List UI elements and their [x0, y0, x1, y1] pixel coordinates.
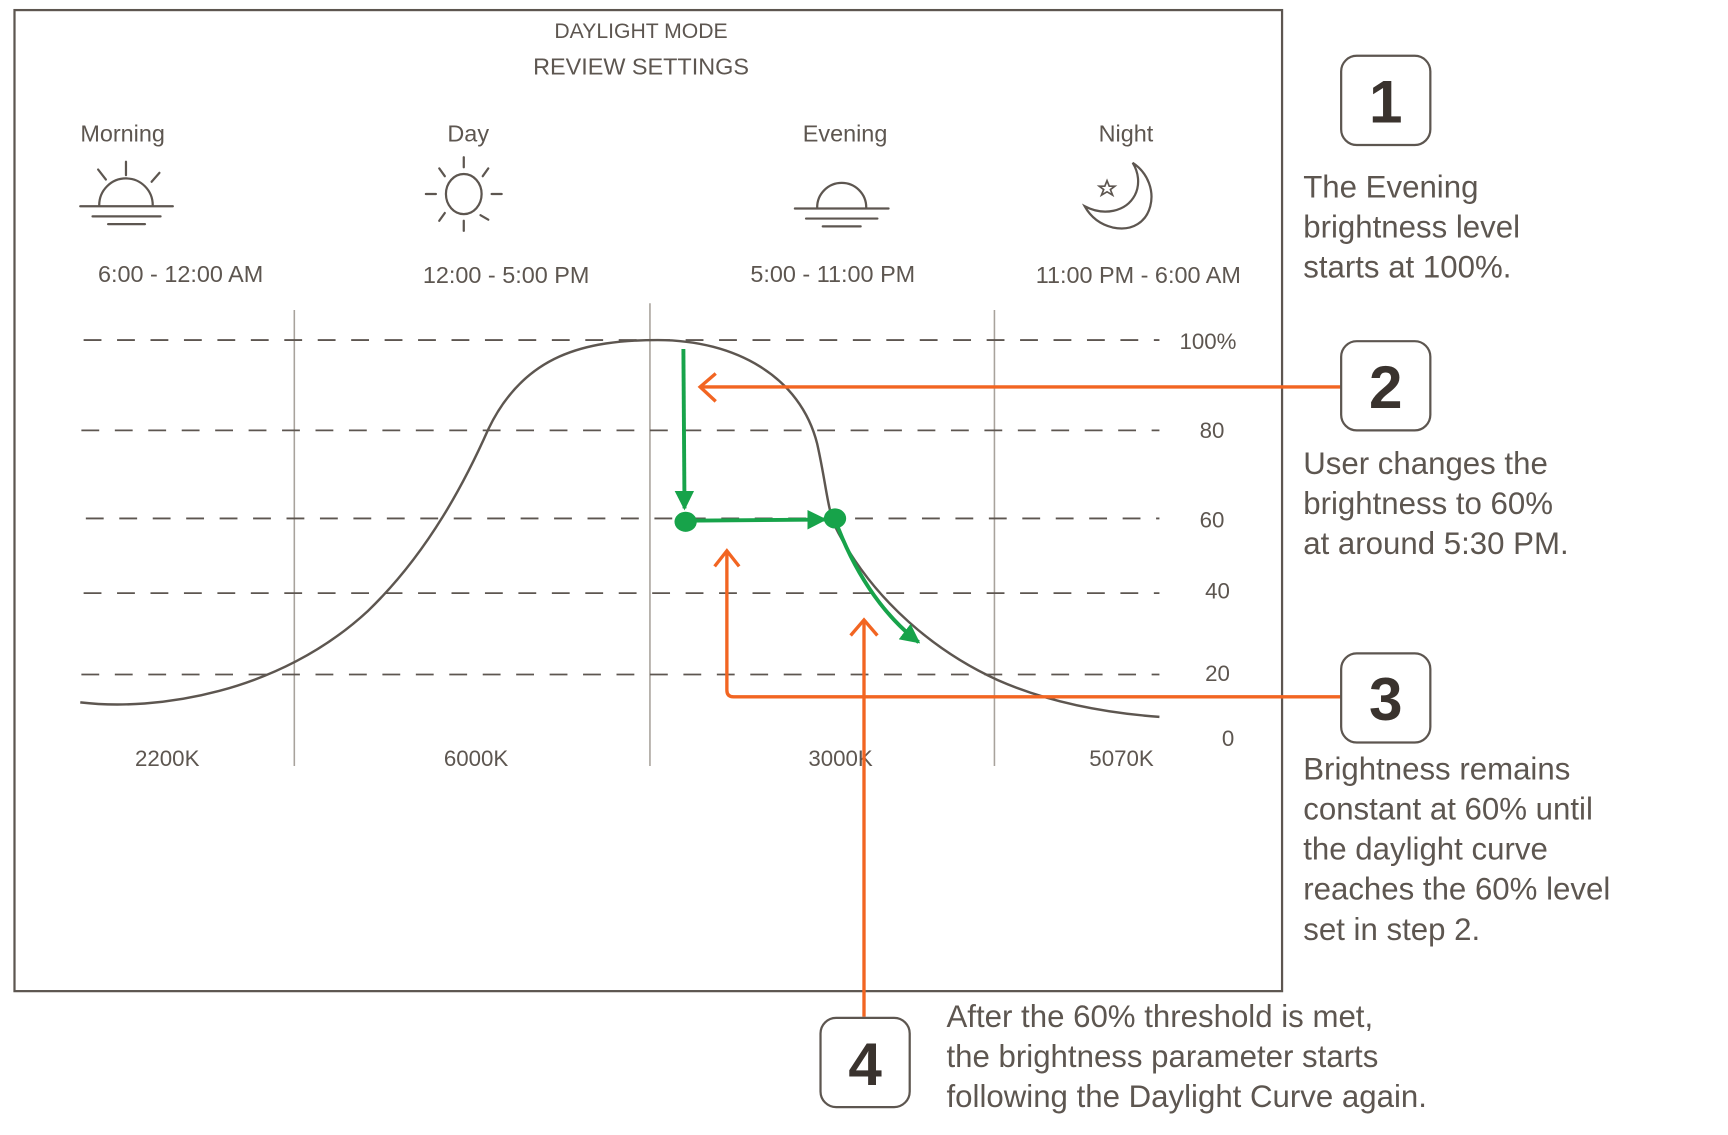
- svg-text:3: 3: [1369, 666, 1402, 733]
- user-change-point: [674, 511, 697, 532]
- sunset-icon: [793, 181, 890, 228]
- svg-text:brightness to 60%: brightness to 60%: [1303, 486, 1553, 521]
- svg-text:starts at 100%.: starts at 100%.: [1303, 250, 1511, 285]
- step-4-badge: 4: [819, 1016, 911, 1109]
- y-label-80: 80: [1200, 418, 1225, 443]
- chart-grid: [81, 303, 1160, 766]
- period-evening-label: Evening: [803, 121, 888, 147]
- svg-text:at around 5:30 PM.: at around 5:30 PM.: [1303, 526, 1568, 561]
- step-2-badge: 2: [1340, 340, 1432, 432]
- sunrise-icon: [79, 160, 174, 226]
- y-label-40: 40: [1205, 579, 1230, 604]
- settings-panel-frame: [13, 8, 1284, 993]
- color-temp-evening: 3000K: [808, 746, 873, 771]
- follow-curve-arrow: [833, 518, 921, 644]
- step-2-pointer: [697, 372, 1342, 403]
- svg-text:following the Daylight Curve a: following the Daylight Curve again.: [946, 1079, 1426, 1114]
- svg-text:2: 2: [1369, 354, 1402, 421]
- svg-text:constant at 60% until: constant at 60% until: [1303, 791, 1593, 826]
- mode-label: DAYLIGHT MODE: [554, 20, 727, 43]
- curve-meet-point: [823, 508, 847, 529]
- color-temp-night: 5070K: [1089, 746, 1154, 771]
- step-2-description: User changes the brightness to 60% at ar…: [1303, 446, 1568, 561]
- svg-text:reaches the 60% level: reaches the 60% level: [1303, 872, 1610, 907]
- period-day-label: Day: [447, 121, 489, 147]
- step-3-pointer: [713, 548, 1342, 699]
- color-temp-day: 6000K: [444, 746, 509, 771]
- y-label-0: 0: [1222, 726, 1234, 751]
- period-night-label: Night: [1099, 121, 1154, 147]
- svg-text:set in step 2.: set in step 2.: [1303, 912, 1480, 947]
- constant-brightness-arrow: [685, 509, 827, 530]
- step-1-description: The Evening brightness level starts at 1…: [1303, 169, 1520, 284]
- period-night-time: 11:00 PM - 6:00 AM: [1036, 262, 1241, 288]
- svg-text:4: 4: [848, 1031, 882, 1098]
- y-label-100: 100%: [1179, 329, 1236, 354]
- step-4-description: After the 60% threshold is met, the brig…: [946, 999, 1426, 1114]
- moon-icon: [1081, 161, 1153, 230]
- daylight-curve: [80, 338, 1160, 719]
- period-morning-time: 6:00 - 12:00 AM: [98, 261, 263, 287]
- step-3-description: Brightness remains constant at 60% until…: [1303, 751, 1610, 947]
- period-evening-time: 5:00 - 11:00 PM: [750, 261, 915, 287]
- svg-text:Brightness remains: Brightness remains: [1303, 751, 1570, 786]
- y-label-60: 60: [1200, 507, 1225, 532]
- svg-text:the daylight curve: the daylight curve: [1303, 832, 1548, 867]
- step-4-pointer: [849, 617, 879, 1017]
- period-morning-label: Morning: [80, 121, 165, 147]
- step-1-badge: 1: [1340, 54, 1432, 147]
- svg-text:User changes the: User changes the: [1303, 446, 1548, 481]
- page-title: REVIEW SETTINGS: [533, 54, 749, 80]
- brightness-drop-arrow: [674, 348, 695, 511]
- svg-text:1: 1: [1369, 69, 1402, 136]
- y-label-20: 20: [1205, 661, 1230, 686]
- color-temp-morning: 2200K: [135, 746, 200, 771]
- sun-icon: [424, 156, 503, 232]
- svg-text:The Evening: The Evening: [1303, 169, 1478, 204]
- svg-text:brightness level: brightness level: [1303, 210, 1520, 245]
- step-3-badge: 3: [1340, 652, 1432, 744]
- period-day-time: 12:00 - 5:00 PM: [423, 262, 590, 288]
- svg-text:the brightness parameter start: the brightness parameter starts: [946, 1039, 1378, 1074]
- svg-text:After the 60% threshold is met: After the 60% threshold is met,: [946, 999, 1373, 1034]
